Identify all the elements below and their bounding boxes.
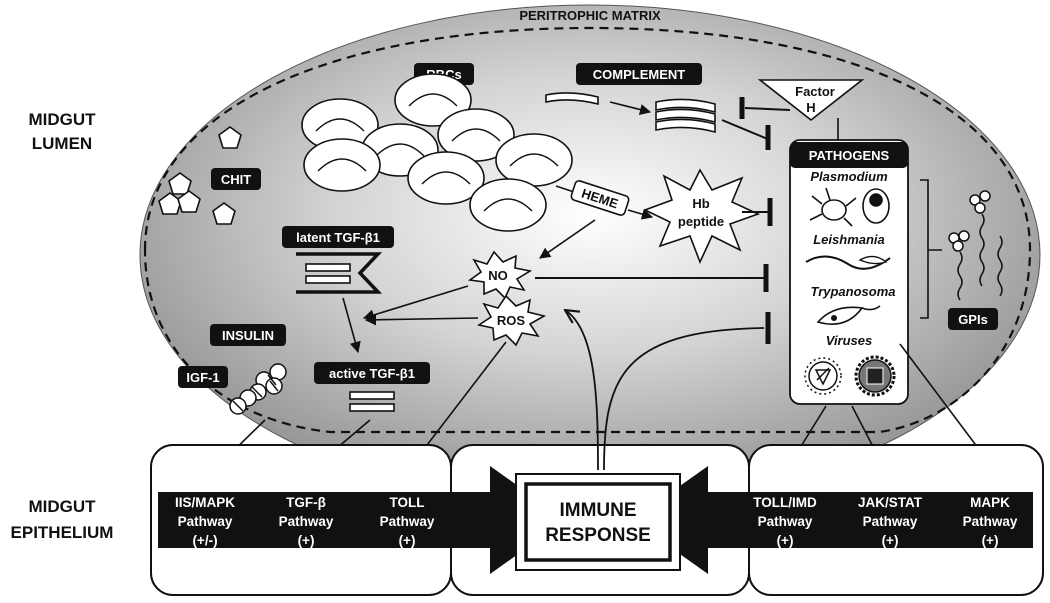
factor-h-triangle	[757, 79, 865, 122]
ros-to-toll-arrow	[413, 341, 507, 463]
virus-icon-2	[854, 355, 896, 397]
immune-response-inner-box	[524, 482, 672, 562]
mapk-pathway-line2: Pathway	[963, 514, 1018, 529]
active-tgf-icon	[349, 391, 395, 412]
complement-complex-icon	[655, 98, 716, 134]
chit-label: CHIT	[221, 172, 251, 187]
insulin-badge	[210, 324, 286, 346]
latent-tgf-label: latent TGF-β1	[296, 230, 380, 245]
midgut-epithelium-label-2: EPITHELIUM	[11, 523, 114, 542]
chit-badge	[211, 168, 261, 190]
jak-stat-pathway-line1: JAK/STAT	[858, 495, 923, 510]
hb-peptide-label-1: Hb	[692, 196, 709, 211]
factor-h-label-1: Factor	[795, 84, 835, 99]
immune-response-line2: RESPONSE	[545, 525, 651, 546]
insulin-label: INSULIN	[222, 328, 274, 343]
chitin-pentagons	[158, 126, 242, 225]
igf-badge	[178, 366, 228, 388]
active-tgf-label: active TGF-β1	[329, 366, 415, 381]
immune-response-line1: IMMUNE	[559, 500, 636, 521]
heme-to-hb-arrow	[627, 208, 654, 220]
toll-imd-pathway-line1: TOLL/IMD	[753, 495, 817, 510]
gpis-badge	[948, 308, 998, 330]
left-big-arrow	[158, 466, 566, 574]
iis-mapk-pathway-sign: (+/-)	[192, 533, 217, 548]
peritrophic-matrix-label: PERITROPHIC MATRIX	[519, 8, 661, 23]
mapk-pathway-line1: MAPK	[970, 495, 1010, 510]
right-big-arrow	[632, 466, 1033, 574]
insulin-igf-molecules	[229, 363, 287, 415]
complement-activation-arrow	[609, 101, 652, 115]
toll-pathway-sign: (+)	[399, 533, 416, 548]
pathogens-bracket	[920, 179, 942, 319]
toll-pathway-line1: TOLL	[390, 495, 425, 510]
factor-h-inhibition-line	[744, 107, 791, 111]
latent-to-active-tgf-arrow	[342, 297, 361, 354]
factor-h-label-2: H	[806, 100, 815, 115]
hb-peptide-starburst	[642, 168, 761, 265]
tgf-pathway-sign: (+)	[298, 533, 315, 548]
tgf-pathway-line1: TGF-β	[286, 495, 326, 510]
pathogen-viruses: Viruses	[826, 333, 873, 348]
heme-box	[570, 180, 630, 216]
complement-protein-icon	[545, 92, 599, 106]
hb-peptide-label-2: peptide	[678, 214, 724, 229]
peritrophic-matrix	[143, 26, 1032, 434]
ros-label: ROS	[497, 313, 526, 328]
toll-imd-pathway-sign: (+)	[777, 533, 794, 548]
leishmania-body-icon	[858, 255, 888, 265]
mapk-pathway-sign: (+)	[982, 533, 999, 548]
active-tgf-badge	[314, 362, 430, 384]
iis-mapk-pathway-line1: IIS/MAPK	[175, 495, 235, 510]
tgf-pathway-line2: Pathway	[279, 514, 334, 529]
midgut-epithelium-label-1: MIDGUT	[28, 497, 96, 516]
iis-mapk-pathway-line2: Pathway	[178, 514, 233, 529]
jak-stat-pathway-line2: Pathway	[863, 514, 918, 529]
pathogen-plasmodium: Plasmodium	[810, 169, 888, 184]
virus-icon-1	[804, 357, 842, 395]
toll-pathway-line2: Pathway	[380, 514, 435, 529]
midgut-lumen-label-2: LUMEN	[32, 134, 92, 153]
ros-to-tgf-arrow	[364, 314, 479, 326]
complement-inhibition-line	[721, 119, 771, 141]
no-label: NO	[488, 268, 508, 283]
jak-stat-pathway-sign: (+)	[882, 533, 899, 548]
pathogen-leishmania: Leishmania	[813, 232, 885, 247]
immune-inhibition-line	[603, 327, 765, 471]
gpis-label: GPIs	[958, 312, 988, 327]
plasmodium-icon	[809, 187, 890, 227]
toll-imd-pathway-line2: Pathway	[758, 514, 813, 529]
immune-to-ros-arrow	[565, 310, 599, 471]
pathogens-title: PATHOGENS	[809, 148, 890, 163]
heme-to-no-arrow	[539, 219, 596, 259]
latent-tgf-badge	[282, 226, 394, 248]
pathogens-header	[790, 142, 908, 168]
midgut-lumen-label-1: MIDGUT	[28, 110, 96, 129]
complement-badge	[576, 63, 702, 85]
no-to-tgf-arrow	[362, 285, 469, 321]
ros-starburst	[476, 294, 547, 347]
trypanosoma-icon	[816, 305, 881, 325]
latent-tgf-complex-icon	[296, 252, 383, 294]
complement-label: COMPLEMENT	[593, 67, 686, 82]
leishmania-icon	[805, 255, 891, 270]
pathogen-trypanosoma: Trypanosoma	[810, 284, 895, 299]
gpi-molecules-icon	[948, 190, 1003, 301]
red-blood-cells	[301, 73, 573, 232]
igf-label: IGF-1	[186, 370, 219, 385]
